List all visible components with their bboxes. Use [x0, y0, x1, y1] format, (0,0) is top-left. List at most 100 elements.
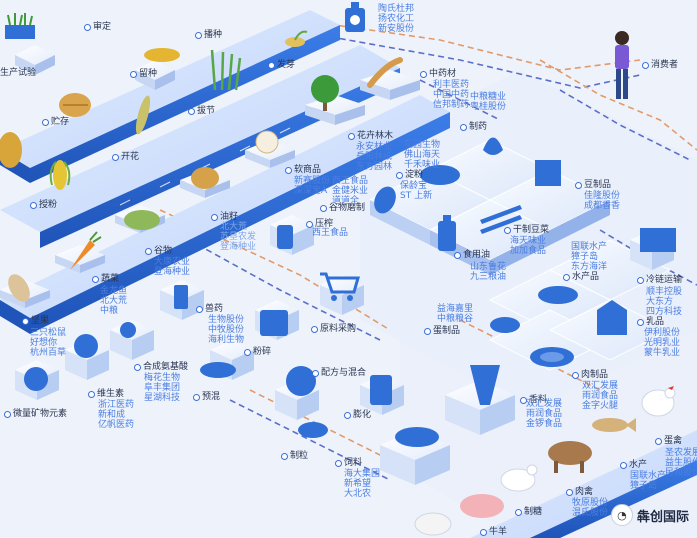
- ginseng-root-icon: [367, 57, 403, 88]
- label-bean-products: 豆制品: [575, 180, 611, 191]
- company-list-herbs: 利丰医药 中国中药 信邦制药: [433, 80, 470, 110]
- label-dry-products: 干制豆菜: [504, 225, 549, 236]
- label-grains: 谷物: [145, 246, 172, 257]
- silo-icon: [470, 365, 500, 405]
- label-storage: 贮存: [42, 117, 69, 128]
- cattle-icon: [548, 441, 592, 473]
- company-list-vegetables: 大康农业 登海种业: [154, 257, 191, 277]
- company-list-pork: 牧原股份 温氏股份: [572, 498, 609, 518]
- node-dot-icon: [244, 349, 251, 356]
- shopping-cart-icon: [320, 272, 360, 301]
- node-dot-icon: [312, 370, 319, 377]
- label-cold-chain: 冷链运输: [637, 275, 682, 286]
- truck-icon: [640, 228, 676, 252]
- label-flowers-forestry: 花卉林木: [348, 131, 393, 142]
- company-list-feed: 海大集团 新希望 大北农: [344, 469, 381, 499]
- label-aquatic2: 水产: [620, 460, 647, 471]
- label-perfume: 香料: [520, 395, 547, 406]
- label-dairy: 乳品: [637, 317, 664, 328]
- node-dot-icon: [112, 154, 119, 161]
- label-flowering: 开花: [112, 152, 139, 163]
- node-dot-icon: [193, 394, 200, 401]
- company-list-eggs2: 圣农发展 益生股份 民和股份: [665, 448, 697, 478]
- supply-lines: [159, 19, 697, 481]
- feed-bin-icon: [395, 427, 439, 447]
- node-dot-icon: [460, 124, 467, 131]
- node-dot-icon: [563, 274, 570, 281]
- label-puffing: 膨化: [344, 410, 371, 421]
- company-list-grains: 金龙鱼 北大荒 中粮: [100, 286, 128, 316]
- crop-icons: [0, 13, 403, 302]
- seed-pile-icon: [144, 48, 180, 62]
- node-dot-icon: [306, 221, 313, 228]
- node-dot-icon: [42, 119, 49, 126]
- node-dot-icon: [134, 364, 141, 371]
- wheat-pile-icon: [124, 210, 160, 230]
- node-dot-icon: [311, 326, 318, 333]
- label-vitamins: 维生素: [88, 389, 124, 400]
- label-aquatic: 水产品: [563, 272, 599, 283]
- label-raw-material: 原料采购: [311, 324, 356, 335]
- label-fodder: 饲料: [335, 458, 362, 469]
- label-distilling: 压榨: [306, 219, 333, 230]
- label-sugar: 制糖: [515, 507, 542, 518]
- label-consumer: 消费者: [642, 60, 678, 71]
- company-list-edible-oil: 山东鲁花 九三粮油: [470, 262, 507, 282]
- company-list-dairy: 伊利股份 光明乳业 蒙牛乳业: [644, 328, 681, 358]
- watermark: ◔ 犇创国际: [610, 504, 689, 526]
- snack-icon: [483, 137, 503, 155]
- peanut-icon: [8, 274, 30, 302]
- node-dot-icon: [145, 248, 152, 255]
- label-oil: 油籽: [211, 212, 238, 223]
- tree-icon: [311, 75, 339, 111]
- label-vegetables: 蔬菜: [92, 274, 119, 285]
- sprout-icon: [285, 30, 308, 47]
- corn-icon: [49, 160, 71, 190]
- wheat-bundle-icon: [59, 93, 91, 117]
- company-list-oilseed: 北大荒 苏垦农发 登海种业: [220, 222, 257, 252]
- grass-stalks-icon: [210, 49, 242, 91]
- label-crushing: 粉碎: [244, 347, 271, 358]
- company-list-bean-products: 佳隆股份 成都香香: [584, 191, 621, 211]
- puffing-icon: [370, 375, 392, 405]
- company-list-software: 新赛股份 深深宝A: [294, 176, 331, 196]
- node-dot-icon: [281, 453, 288, 460]
- pellet-icon: [298, 422, 328, 438]
- node-dot-icon: [637, 277, 644, 284]
- node-dot-icon: [268, 62, 275, 69]
- oil-bottle-icon: [438, 215, 456, 251]
- chicken-icon: [641, 386, 676, 417]
- fish-animal-icon: [592, 418, 636, 432]
- company-list-flowers: 永安林业 岳阳林纸 东方园林: [356, 142, 393, 172]
- egg-pack-icon: [490, 317, 520, 333]
- node-dot-icon: [515, 509, 522, 516]
- wechat-logo-icon: ◔: [610, 504, 633, 526]
- node-dot-icon: [22, 318, 29, 325]
- label-sowing: 播种: [195, 30, 222, 41]
- label-grain-flour: 谷物磨制: [320, 203, 365, 214]
- company-list-dryveg: 海天味业 加加食品: [510, 236, 547, 256]
- label-breeding: 留种: [130, 69, 157, 80]
- node-dot-icon: [188, 108, 195, 115]
- product-icons: [24, 2, 676, 447]
- animal-icons: [414, 31, 676, 536]
- mineral-icon: [24, 367, 48, 391]
- company-list-meat: 双汇发展 雨润食品 金字火腿: [582, 381, 619, 411]
- nutrient-icon: [120, 322, 136, 338]
- label-herbs: 中药材: [420, 69, 456, 80]
- node-dot-icon: [642, 62, 649, 69]
- node-dot-icon: [420, 71, 427, 78]
- node-dot-icon: [520, 397, 527, 404]
- percent-icon: [286, 366, 316, 396]
- duck-icon: [500, 464, 538, 492]
- label-cattle: 牛羊: [480, 527, 507, 538]
- starch-bowl-icon: [420, 165, 460, 185]
- vet-medicine-icon: [174, 285, 188, 309]
- carrot-icon: [70, 231, 102, 270]
- label-production-test: 生产试验: [0, 68, 37, 78]
- label-formula: 配方与混合: [312, 368, 366, 379]
- node-dot-icon: [285, 167, 292, 174]
- amino-icon: [74, 334, 98, 358]
